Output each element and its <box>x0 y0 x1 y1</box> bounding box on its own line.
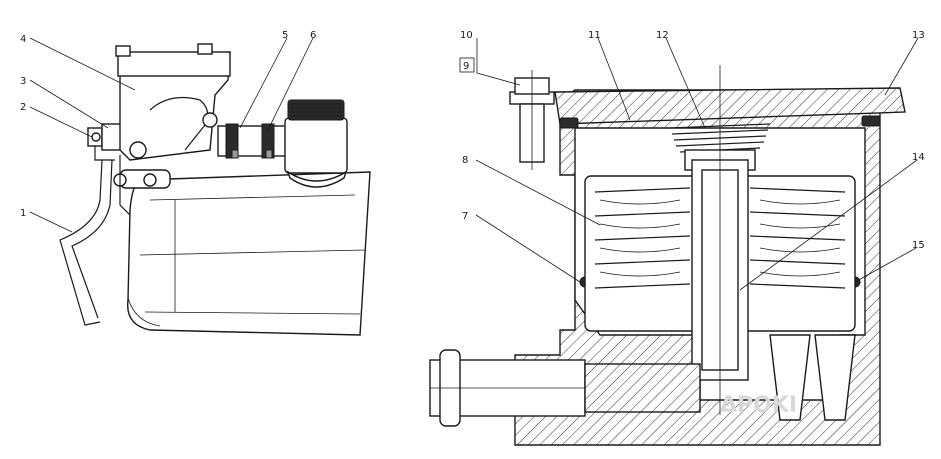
left-exterior-view <box>29 37 371 336</box>
central-rod <box>691 65 749 415</box>
leader-lines-right <box>475 37 919 291</box>
reservoir-tank <box>119 169 371 336</box>
callout-2: 2 <box>20 102 26 113</box>
leader-lines-left <box>29 37 314 233</box>
bracket-pipe <box>59 159 113 326</box>
callout-4: 4 <box>20 34 26 45</box>
callout-11: 11 <box>588 30 601 41</box>
callout-10: 10 <box>460 30 473 41</box>
fitting <box>87 123 123 161</box>
callout-1: 1 <box>20 208 26 219</box>
callout-8: 8 <box>462 155 468 166</box>
watermark: ΔΡΟΚΙ <box>720 393 797 418</box>
callout-9: 9 <box>463 61 469 72</box>
hose-clamps <box>217 123 291 159</box>
callout-labels: 1 2 3 4 5 6 7 8 9 10 11 12 13 14 15 <box>20 30 925 251</box>
callout-15: 15 <box>912 240 925 251</box>
callout-3: 3 <box>20 76 26 87</box>
inlet-pipe <box>429 349 701 427</box>
callout-13: 13 <box>912 30 925 41</box>
callout-12: 12 <box>656 30 669 41</box>
bottom-ports <box>769 334 856 421</box>
filter-housing <box>113 43 231 216</box>
callout-14: 14 <box>912 152 925 163</box>
callout-5: 5 <box>282 30 288 41</box>
filler-cap <box>284 99 348 188</box>
cover-bolt <box>509 70 555 170</box>
callout-7: 7 <box>462 211 468 222</box>
right-section-view <box>429 37 919 446</box>
callout-6: 6 <box>310 30 316 41</box>
